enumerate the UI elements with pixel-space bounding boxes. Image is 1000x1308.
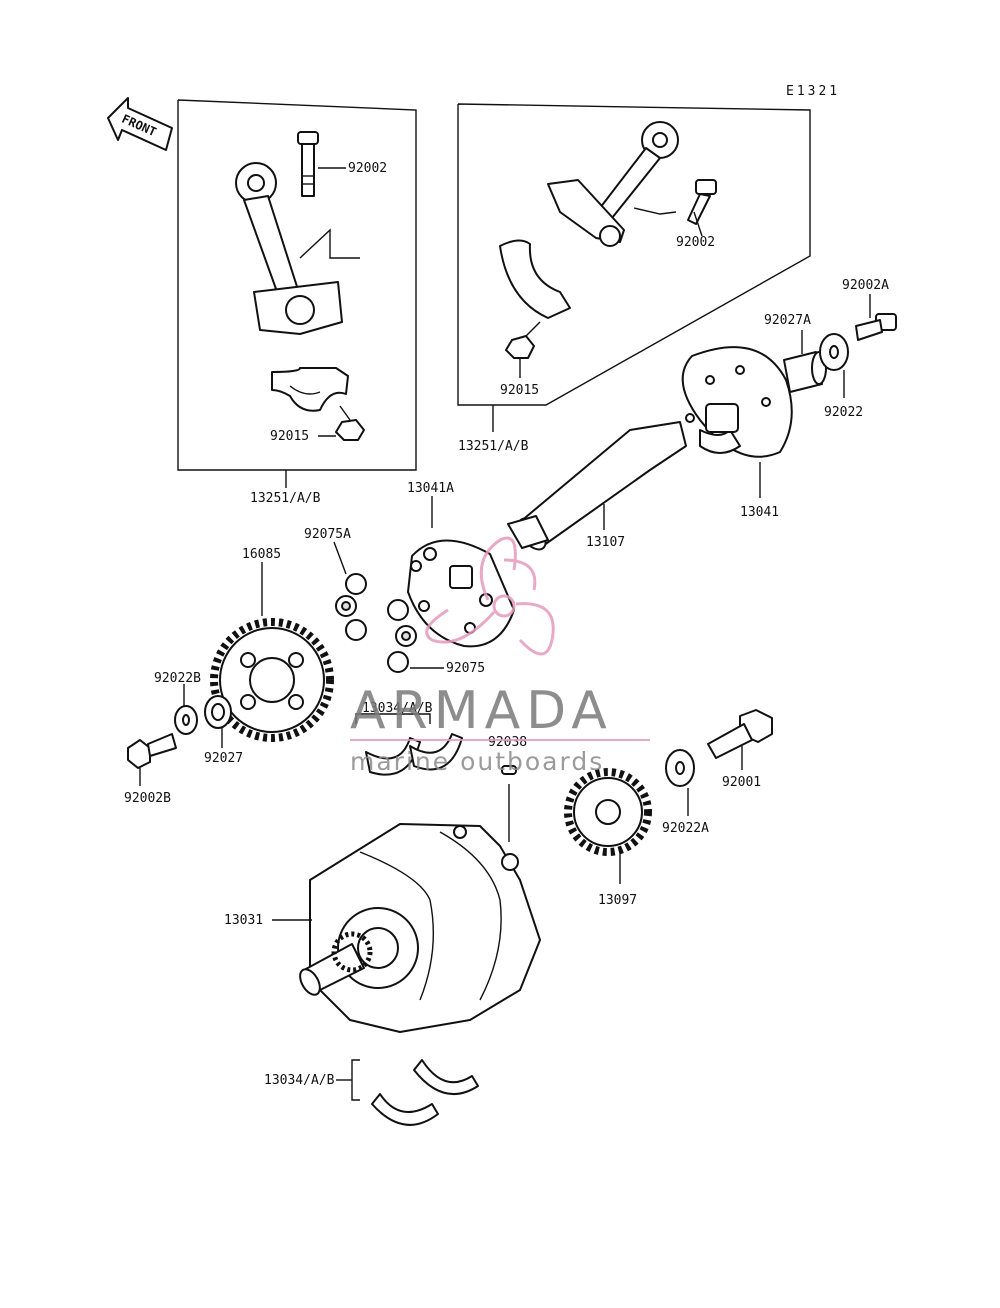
washer-92022B: 92022B: [154, 671, 201, 735]
nut-92015-left: [335, 405, 365, 441]
label-13107: 13107: [586, 535, 625, 550]
label-92015-left: 92015: [270, 429, 309, 444]
bolt-92001: 92001: [707, 709, 773, 790]
washer-92022: 92022: [819, 333, 863, 420]
gear-16085: 16085: [210, 547, 334, 742]
label-92002B: 92002B: [124, 791, 171, 806]
watermark-brand: ARMADA: [350, 681, 613, 741]
front-arrow: FRONT: [107, 97, 173, 151]
label-13041A: 13041A: [407, 481, 454, 496]
label-92022A: 92022A: [662, 821, 709, 836]
propeller-logo: [425, 536, 555, 656]
conrod-cap-right: [499, 239, 571, 319]
spacers-92075A: 92075A: [304, 527, 367, 641]
crankshaft-13031: 13031: [224, 823, 541, 1033]
label-92038: 92038: [488, 735, 527, 750]
key-92038: 92038: [488, 735, 527, 842]
label-92022B: 92022B: [154, 671, 201, 686]
label-92027: 92027: [204, 751, 243, 766]
watermark: ARMADA marine outboards: [350, 536, 650, 776]
bearings-13034-bottom: 13034/A/B: [264, 1059, 479, 1126]
bolt-92002-right: [687, 179, 717, 225]
watermark-tagline: marine outboards: [350, 747, 604, 776]
label-13251-right: 13251/A/B: [458, 439, 529, 454]
label-13251-left: 13251/A/B: [250, 491, 321, 506]
bolt-92002B: 92002B: [124, 733, 177, 806]
balancer-weight-13041A: 13041A: [407, 481, 515, 648]
balancer-weight-13041: 13041: [681, 346, 793, 520]
conrod-set-right: 92002 92015 13251/A/B: [457, 103, 811, 454]
label-16085: 16085: [242, 547, 281, 562]
label-92001: 92001: [722, 775, 761, 790]
conrod-set-left: 92002 92015 13251/A/B: [177, 99, 417, 506]
nut-92015-right: [505, 321, 541, 359]
spacers-92075: 92075: [387, 599, 485, 676]
bolt-92002A: 92002A: [842, 278, 897, 341]
label-13031: 13031: [224, 913, 263, 928]
gear-13097: 13097: [564, 768, 652, 908]
collar-92027A: 92027A: [764, 313, 827, 393]
collar-92027: 92027: [204, 695, 243, 766]
conrod-right-drawing: [547, 121, 679, 247]
diagram-id: E1321: [786, 84, 840, 99]
label-92075A: 92075A: [304, 527, 351, 542]
label-13034-top: 13034/A/B: [362, 701, 433, 716]
washer-92022A: 92022A: [662, 749, 709, 836]
balancer-shaft-13107: 13107: [507, 421, 687, 551]
label-13041: 13041: [740, 505, 779, 520]
label-92002-right: 92002: [676, 235, 715, 250]
conrod-left-drawing: [235, 162, 360, 335]
label-92075: 92075: [446, 661, 485, 676]
bearings-13034-top: 13034/A/B: [355, 701, 463, 776]
conrod-cap-left: [271, 367, 349, 412]
label-92002-left: 92002: [348, 161, 387, 176]
label-13034-bottom: 13034/A/B: [264, 1073, 335, 1088]
label-92022: 92022: [824, 405, 863, 420]
label-13097: 13097: [598, 893, 637, 908]
bolt-92002-left: [297, 131, 319, 197]
label-92002A: 92002A: [842, 278, 889, 293]
label-92015-right: 92015: [500, 383, 539, 398]
label-92027A: 92027A: [764, 313, 811, 328]
